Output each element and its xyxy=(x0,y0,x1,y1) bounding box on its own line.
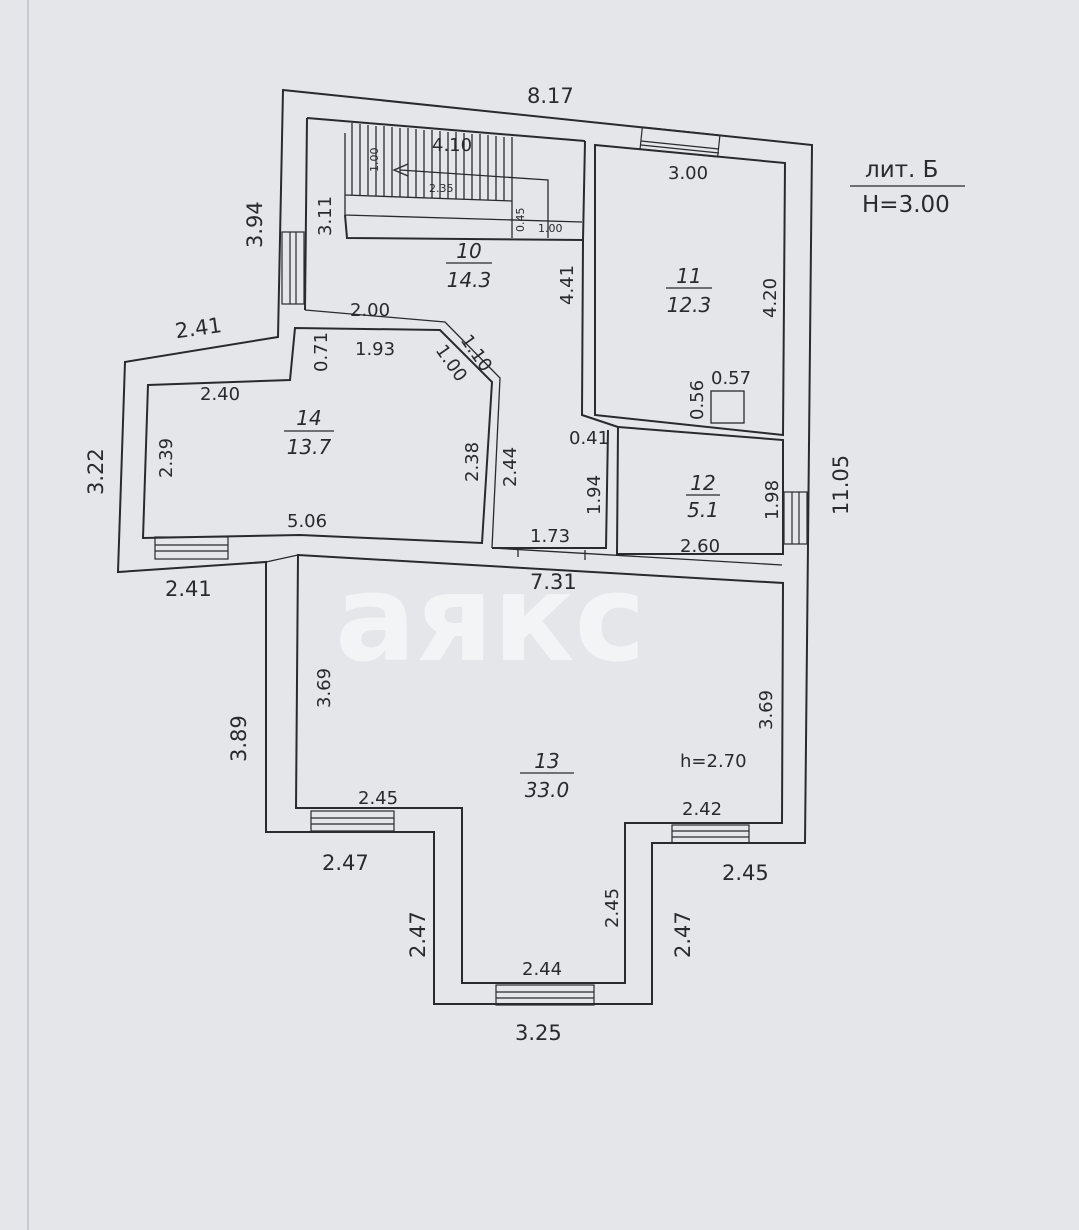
dim-label: 5.06 xyxy=(287,511,327,532)
dim-label: 4.20 xyxy=(760,278,781,318)
stair-label: 2.35 xyxy=(429,182,454,195)
windows xyxy=(154,126,808,1006)
dim-label: 7.31 xyxy=(530,570,577,594)
dim-label: 2.38 xyxy=(462,442,483,482)
dim-label: 8.17 xyxy=(527,84,574,108)
room-area: 5.1 xyxy=(687,498,719,522)
ceiling-height-note: h=2.70 xyxy=(680,751,747,772)
dim-label: 0.56 xyxy=(687,380,708,420)
dim-label: 2.60 xyxy=(680,536,720,557)
stair-label: 1.00 xyxy=(368,148,381,173)
dim-label: 4.41 xyxy=(557,265,578,305)
dim-label: 2.47 xyxy=(671,911,695,958)
chimney-box xyxy=(710,390,745,424)
dim-label: 11.05 xyxy=(829,455,853,515)
dim-label: 2.00 xyxy=(350,300,390,321)
dim-label: 3.25 xyxy=(515,1021,562,1045)
dim-label: 2.44 xyxy=(500,447,521,487)
dim-label: 1.93 xyxy=(355,339,395,360)
dim-label: 2.40 xyxy=(200,384,240,405)
floor-height: H=3.00 xyxy=(862,192,950,218)
room-number: 10 xyxy=(456,239,481,263)
room-11-walls xyxy=(594,143,787,437)
dim-label: 3.22 xyxy=(84,448,108,495)
dim-label: 3.69 xyxy=(314,668,335,708)
dim-label: 2.41 xyxy=(165,577,212,601)
room-number: 14 xyxy=(296,406,321,430)
dim-label: 2.47 xyxy=(322,851,369,875)
dim-label: 1.73 xyxy=(530,526,570,547)
dim-label: 2.45 xyxy=(602,888,623,928)
dim-label: 2.47 xyxy=(406,911,430,958)
dim-label: 1.94 xyxy=(584,475,605,515)
stair-label: 1.00 xyxy=(538,222,563,235)
dim-label: 3.11 xyxy=(315,196,336,236)
dim-label: 3.69 xyxy=(756,690,777,730)
room-13-walls xyxy=(294,553,785,984)
stair-labels: 4.10 1.00 2.35 0.45 1.00 xyxy=(368,135,563,235)
outer-wall xyxy=(116,88,814,1005)
dim-label: 1.98 xyxy=(762,480,783,520)
dimension-labels: 8.17 3.94 2.41 3.22 2.41 3.89 2.47 2.47 … xyxy=(84,84,853,1045)
room-area: 14.3 xyxy=(447,268,492,292)
room-12-walls xyxy=(615,425,784,555)
dim-label: 2.45 xyxy=(358,788,398,809)
dim-label: 2.41 xyxy=(174,313,224,343)
dim-label: 2.42 xyxy=(682,799,722,820)
stair-label: 0.45 xyxy=(514,208,527,233)
stair-label: 4.10 xyxy=(432,135,472,156)
dim-label: 0.71 xyxy=(311,332,332,372)
dim-label: 0.57 xyxy=(711,368,751,389)
room-area: 33.0 xyxy=(525,778,570,802)
inner-wall-outline xyxy=(306,117,586,142)
room-labels: 10 14.3 11 12.3 12 5.1 13 33.0 14 13.7 xyxy=(284,239,720,802)
dim-label: 3.00 xyxy=(668,163,708,184)
dim-label: 3.89 xyxy=(227,715,251,762)
room-area: 12.3 xyxy=(667,293,712,317)
dim-label: 2.44 xyxy=(522,959,562,980)
room-area: 13.7 xyxy=(287,435,332,459)
dim-label: 2.45 xyxy=(722,861,769,885)
dim-label: 3.94 xyxy=(243,201,267,248)
room-number: 11 xyxy=(676,264,701,288)
floor-title: лит. Б xyxy=(865,157,938,183)
dim-label: 2.39 xyxy=(156,438,177,478)
watermark: аякс xyxy=(335,550,646,689)
room-number: 13 xyxy=(534,749,559,773)
room-number: 12 xyxy=(690,471,715,495)
dim-label: 0.41 xyxy=(569,428,609,449)
staircase xyxy=(344,123,583,238)
